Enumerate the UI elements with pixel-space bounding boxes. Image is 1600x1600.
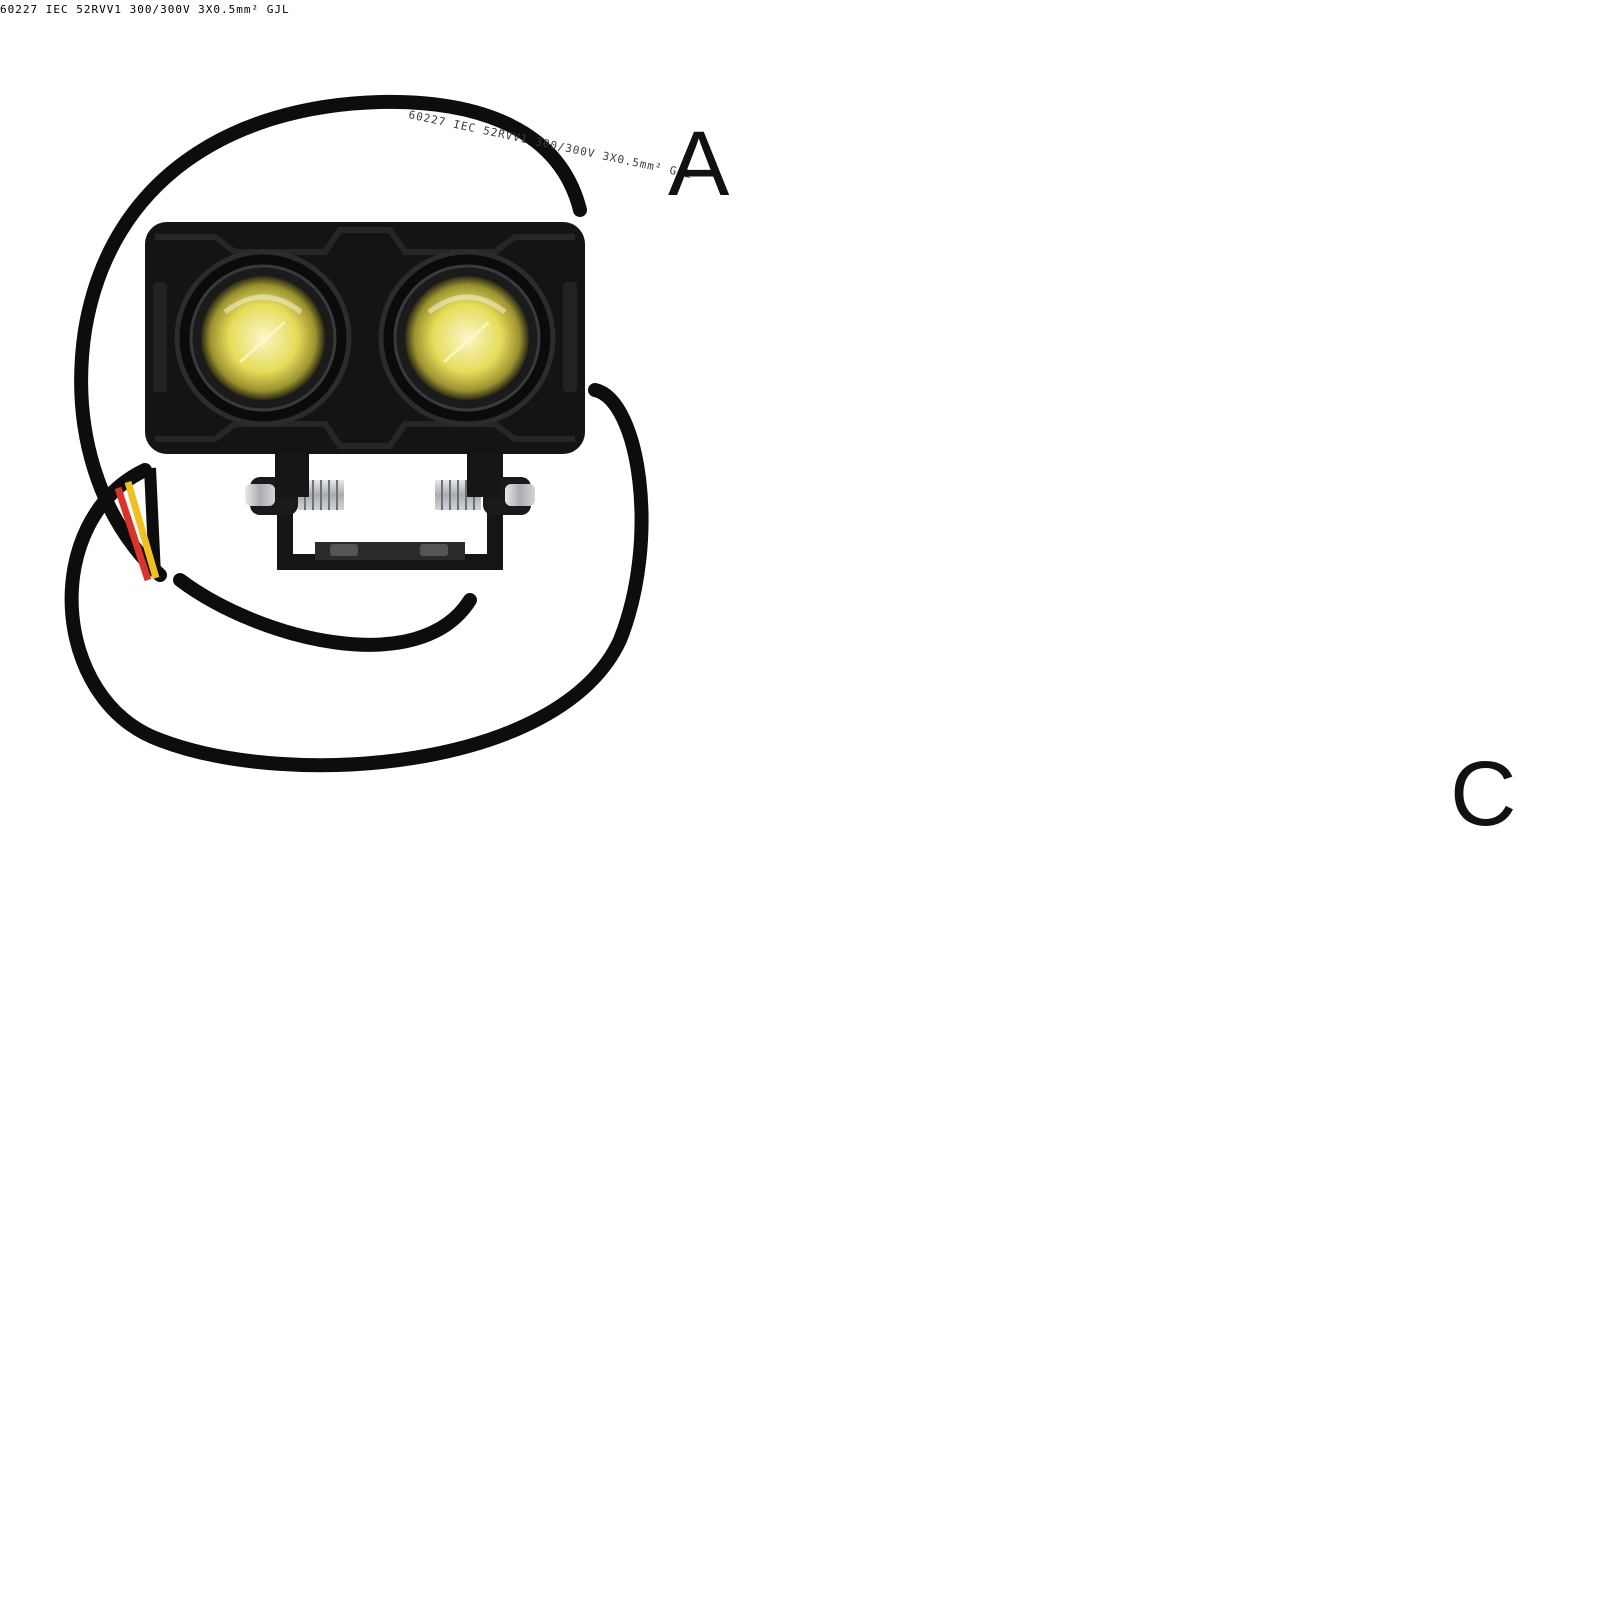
variant-c: 60227 IEC 52RVV1 300/300V 3X0.5mm² GJL (0, 0, 290, 17)
variant-label-c: C (1450, 743, 1517, 845)
variant-label-a: A (668, 113, 730, 215)
cable-a (64, 94, 649, 773)
light-housing-a (145, 222, 585, 562)
cable-print-c: 60227 IEC 52RVV1 300/300V 3X0.5mm² GJL (0, 3, 290, 16)
cable-print-a: 60227 IEC 52RVV1 300/300V 3X0.5mm² GJL (407, 108, 693, 181)
variant-a: 60227 IEC 52RVV1 300/300V 3X0.5mm² GJL (64, 94, 693, 773)
cable-c: 60227 IEC 52RVV1 300/300V 3X0.5mm² GJL (0, 0, 290, 17)
